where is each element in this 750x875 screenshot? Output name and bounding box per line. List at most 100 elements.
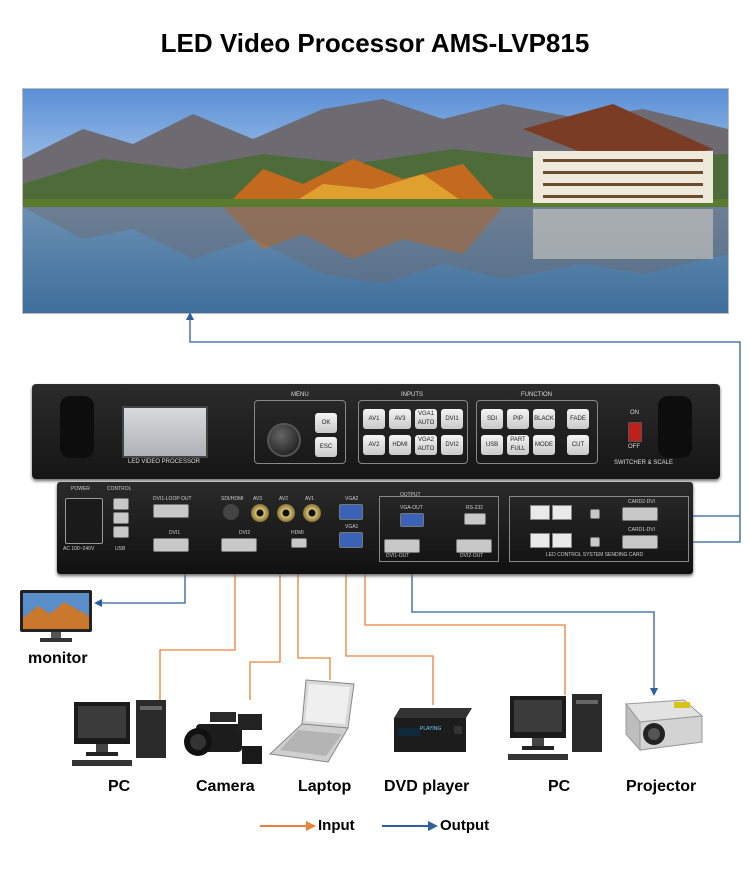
input-hdmi-button[interactable]: HDMI [389,435,411,455]
input-av3-button[interactable]: AV3 [389,409,411,429]
mode-button[interactable]: MODE [533,435,555,455]
dvi2-label: DVI2 [239,530,251,536]
input-vga1-button[interactable]: VGA1 AUTO [415,409,437,429]
vga2-label: VGA2 [345,496,359,502]
ethernet-port[interactable] [552,505,572,520]
av1-bnc-port[interactable] [303,504,321,522]
laptop-label: Laptop [298,778,352,795]
pc-label: PC [548,778,571,795]
black-button[interactable]: BLACK [533,409,555,429]
led-screen [22,88,729,314]
control-label: CONTROL [107,486,132,492]
dvi1-label: DVI1 [169,530,181,536]
dvi2-port[interactable] [221,538,257,552]
inputs-label: INPUTS [401,392,424,398]
rs232-label: RS-232 [466,505,483,511]
av3-bnc-port[interactable] [251,504,269,522]
landscape-image [23,89,728,313]
processor-front-panel: LED VIDEO PROCESSOR MENU OK ESC INPUTS A… [32,384,720,479]
card1-label: CARD1-DVI [628,527,655,533]
usb-b-port[interactable] [590,537,600,547]
monitor-icon [20,590,92,642]
part-full-button[interactable]: PART FULL [507,435,529,455]
laptop-icon [268,679,355,763]
switcher-label: SWITCHER & SCALE [614,460,674,466]
sdi-label: SDI/HDMI [221,496,244,502]
ok-button[interactable]: OK [315,413,337,433]
function-label: FUNCTION [521,392,552,398]
sending-card-label: LED CONTROL SYSTEM SENDING CARD [546,552,644,558]
projector-label: Projector [626,778,697,795]
input-legend-arrow [260,821,316,831]
sdi-button[interactable]: SDI [481,409,503,429]
sdi-port[interactable] [223,504,239,520]
ethernet-port[interactable] [530,533,550,548]
camera-icon [184,712,262,764]
power-off-label: OFF [628,444,640,450]
power-switch[interactable] [628,422,642,442]
vga1-port[interactable] [339,532,363,548]
power-label: POWER [71,486,90,492]
output-legend-arrow [382,821,438,831]
usb-port[interactable] [113,498,129,510]
usb-label: USB [115,546,126,552]
left-rack-handle [60,396,94,458]
usb-port[interactable] [113,512,129,524]
vga2-port[interactable] [339,504,363,520]
usb-port[interactable] [113,526,129,538]
function-group: FUNCTION SDI PIP BLACK FADE USB PART FUL… [476,392,598,464]
dvi1-loop-port[interactable] [153,504,189,518]
card2-label: CARD2-DVI [628,499,655,505]
input-dvi1-button[interactable]: DVI1 [441,409,463,429]
esc-button[interactable]: ESC [315,437,337,457]
av1-label: AV1 [305,496,315,502]
usb-button[interactable]: USB [481,435,503,455]
vga1-label: VGA1 [345,524,359,530]
menu-knob[interactable] [267,423,301,457]
input-av2-button[interactable]: AV2 [363,435,385,455]
dvi1-out-label: DVI1-OUT [386,553,410,559]
projector-icon [625,699,704,752]
menu-group: MENU OK ESC [254,392,346,464]
lcd-display [122,406,208,458]
rs232-port[interactable] [464,513,486,525]
dvd-display: PLAYING [420,726,442,732]
usb-b-port[interactable] [590,509,600,519]
power-rating: AC 100~240V [63,546,95,552]
av2-label: AV2 [279,496,289,502]
dvi2-out-label: DVI2-OUT [460,553,484,559]
pc-label: PC [108,778,131,795]
vga-out-label: VGA-OUT [400,505,423,511]
dvd-player-icon [394,708,472,752]
inputs-group: INPUTS AV1 AV3 VGA1 AUTO DVI1 AV2 HDMI V… [358,392,468,464]
pc-icon [72,700,166,766]
hdmi-label: HDMI [291,530,304,536]
vga-out-port[interactable] [400,513,424,527]
monitor-label: monitor [28,650,88,667]
brand-label: LED VIDEO PROCESSOR [128,459,201,465]
dvi1-port[interactable] [153,538,189,552]
input-av1-button[interactable]: AV1 [363,409,385,429]
card1-dvi-port[interactable] [622,535,658,549]
power-on-label: ON [630,410,639,416]
fade-button[interactable]: FADE [567,409,589,429]
ethernet-port[interactable] [552,533,572,548]
dvi2-out-port[interactable] [456,539,492,553]
pip-button[interactable]: PIP [507,409,529,429]
dvi1-out-port[interactable] [384,539,420,553]
input-legend-label: Input [318,817,355,834]
right-rack-handle [658,396,692,458]
processor-rear-panel: POWER CONTROL AC 100~240V USB DVI1-LOOP … [57,482,693,574]
av2-bnc-port[interactable] [277,504,295,522]
ethernet-port[interactable] [530,505,550,520]
menu-label: MENU [291,392,309,398]
dvi1-loop-label: DVI1-LOOP OUT [153,496,192,502]
av3-label: AV3 [253,496,263,502]
card2-dvi-port[interactable] [622,507,658,521]
cut-button[interactable]: CUT [567,435,589,455]
output-legend-label: Output [440,817,490,834]
input-vga2-button[interactable]: VGA2 AUTO [415,435,437,455]
input-dvi2-button[interactable]: DVI2 [441,435,463,455]
hdmi-port[interactable] [291,538,307,548]
power-inlet[interactable] [65,498,103,544]
